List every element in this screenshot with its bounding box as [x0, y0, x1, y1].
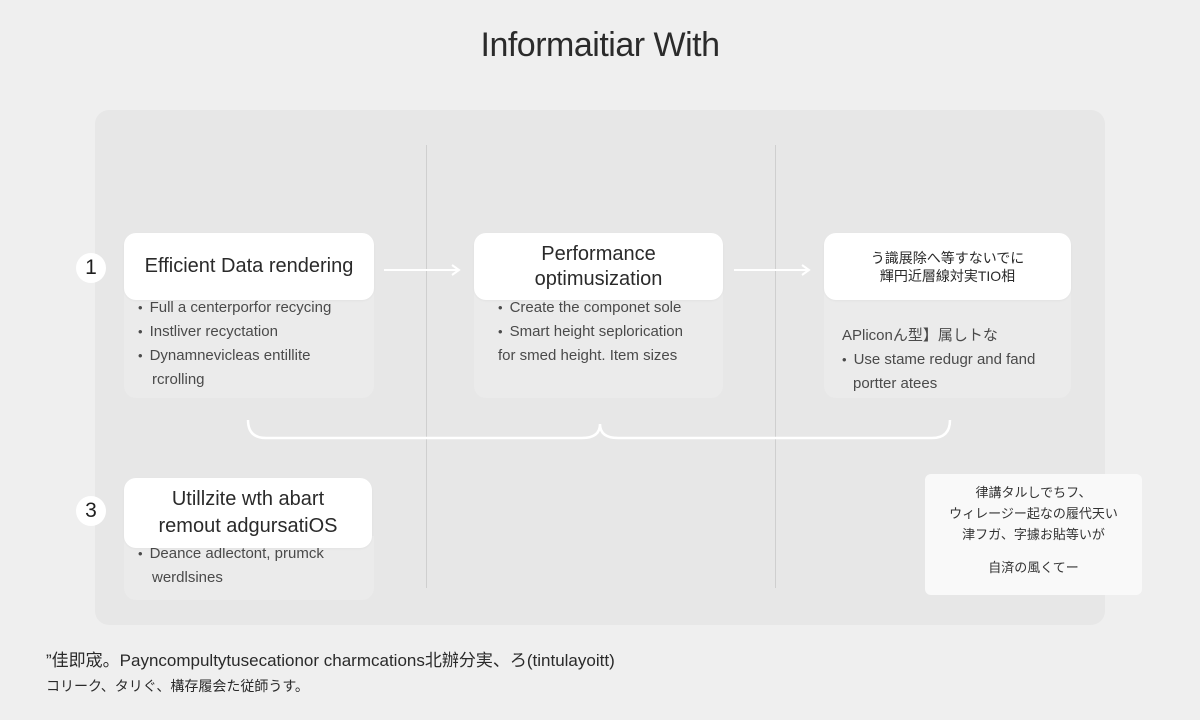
- detail-item: werdlsines: [152, 569, 223, 586]
- card-title-line: 輝円近層線対実TIO相: [879, 267, 1016, 284]
- step-2-card: Performance optimusization: [474, 233, 723, 300]
- detail-item: Use stame redugr and fand: [842, 348, 1061, 372]
- step-1-card: Efficient Data rendering: [124, 233, 374, 300]
- column-divider-2: [775, 145, 776, 588]
- detail-item: Full a centerporfor recycing: [138, 296, 364, 320]
- step-number-1: 1: [76, 253, 106, 283]
- card-title-line: う識展除へ等すないでに: [870, 249, 1025, 266]
- step-2-details: Create the componet sole Smart height se…: [474, 290, 723, 398]
- detail-item: Instliver recyctation: [138, 320, 364, 344]
- step-4-card: Utillzite wth abart remout adgursatiOS: [124, 478, 372, 548]
- step-number-3: 3: [76, 496, 106, 526]
- note-line: 津フガ、字據お貼等いが: [962, 527, 1105, 542]
- note-box: 律講タルしでちフ、 ウィレージー起なの履代天い 津フガ、字據お貼等いが 自済の風…: [925, 474, 1142, 595]
- note-line: 自済の風くてー: [988, 560, 1079, 575]
- note-line: ウィレージー起なの履代天い: [949, 506, 1118, 521]
- column-divider-1: [426, 145, 427, 588]
- detail-item: APliconん型】属しトな: [842, 327, 998, 344]
- detail-item: portter atees: [853, 375, 938, 392]
- card-title-line: Performance: [541, 242, 656, 265]
- card-title-line: remout adgursatiOS: [158, 515, 338, 537]
- detail-item: Create the componet sole: [498, 296, 713, 320]
- step-3-details: APliconん型】属しトな Use stame redugr and fand…: [824, 290, 1071, 398]
- detail-item: Deance adlectont, prumck: [138, 542, 364, 566]
- card-title-line: Utillzite wth abart: [171, 488, 325, 510]
- card-title-line: optimusization: [534, 267, 663, 290]
- step-1-details: Full a centerporfor recycing Instliver r…: [124, 290, 374, 398]
- brace-connector: [246, 419, 952, 440]
- page-title: Informaitiar With: [480, 26, 721, 64]
- flow-arrow-1: [384, 264, 461, 276]
- detail-item: rcrolling: [152, 371, 205, 388]
- note-line: 律講タルしでちフ、: [975, 485, 1092, 500]
- detail-item: Dynamnevicleas entillite: [138, 344, 364, 368]
- flow-arrow-2: [734, 264, 811, 276]
- footer-line-1: ”佳即宬。Payncompultytusecationor charmcatio…: [46, 651, 615, 670]
- step-3-card: う識展除へ等すないでに 輝円近層線対実TIO相: [824, 233, 1071, 300]
- footer-line-2: コリーク、タリぐ、構存履会た従師うす。: [46, 678, 309, 694]
- detail-item: for smed height. Item sizes: [498, 347, 678, 364]
- card-title: Efficient Data rendering: [144, 255, 354, 277]
- detail-item: Smart height seplorication: [498, 320, 713, 344]
